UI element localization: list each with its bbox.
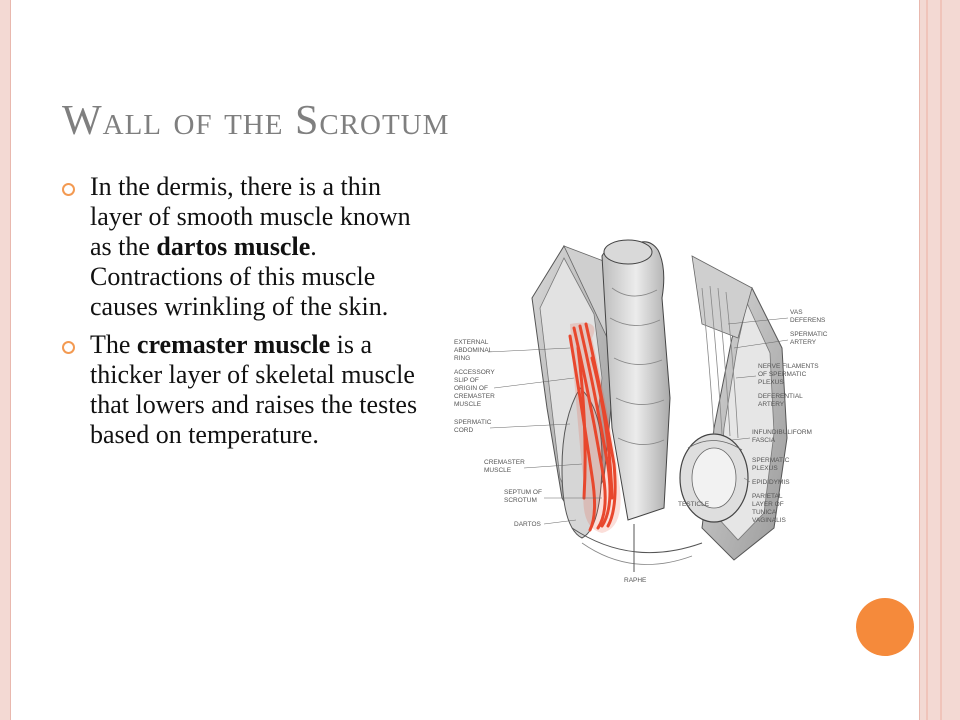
figure-label: NERVE FILAMENTS bbox=[758, 363, 819, 370]
figure-label: DEFERENTIAL bbox=[758, 393, 803, 400]
figure-label-raphe: RAPHE bbox=[624, 577, 647, 584]
leader-line bbox=[743, 477, 751, 483]
bullet-list: In the dermis, there is a thin layer of … bbox=[62, 172, 432, 458]
leader-line bbox=[543, 519, 577, 525]
leader-line bbox=[731, 437, 751, 441]
figure-label: DEFERENS bbox=[790, 317, 826, 324]
figure-label: SLIP OF bbox=[454, 377, 479, 384]
figure-labels-left: EXTERNAL ABDOMINAL RING ACCESSORY SLIP O… bbox=[454, 339, 602, 528]
figure-label: CREMASTER bbox=[454, 393, 495, 400]
figure-label: FASCIA bbox=[752, 437, 776, 444]
figure-label: MUSCLE bbox=[484, 467, 512, 474]
right-edge-stripe bbox=[940, 0, 942, 720]
anatomy-illustration: EXTERNAL ABDOMINAL RING ACCESSORY SLIP O… bbox=[454, 239, 828, 584]
figure-label: MUSCLE bbox=[454, 401, 482, 408]
figure-label: RING bbox=[454, 355, 470, 362]
figure-label: PLEXUS bbox=[752, 465, 778, 472]
figure-labels-right: VAS DEFERENS SPERMATIC ARTERY NERVE FILA… bbox=[727, 309, 828, 524]
figure-label: CREMASTER bbox=[484, 459, 525, 466]
figure-label: PLEXUS bbox=[758, 379, 784, 386]
figure-label: OF SPERMATIC bbox=[758, 371, 807, 378]
leader-line bbox=[735, 375, 757, 379]
decorative-orange-circle bbox=[856, 598, 914, 656]
leader-line bbox=[523, 463, 583, 469]
figure-label: LAYER OF bbox=[752, 501, 784, 508]
figure-label: ARTERY bbox=[758, 401, 785, 408]
figure-label: EXTERNAL bbox=[454, 339, 489, 346]
leader-line bbox=[493, 377, 575, 389]
figure-label: SCROTUM bbox=[504, 497, 537, 504]
slide-title: Wall of the Scrotum bbox=[62, 98, 450, 144]
leader-line bbox=[489, 423, 571, 429]
leader-line bbox=[733, 339, 789, 349]
bullet-bold-term: cremaster muscle bbox=[136, 330, 331, 359]
leader-line bbox=[487, 347, 571, 353]
figure-label: VAGINALIS bbox=[752, 517, 787, 524]
figure-label: ARTERY bbox=[790, 339, 817, 346]
figure-label: ORIGIN OF bbox=[454, 385, 488, 392]
figure-label: PARIETAL bbox=[752, 493, 783, 500]
figure-label: DARTOS bbox=[514, 521, 542, 528]
cremaster-muscle-area bbox=[570, 322, 621, 533]
bullet-cremaster: The cremaster muscle is a thicker layer … bbox=[62, 330, 432, 450]
figure-label: ABDOMINAL bbox=[454, 347, 493, 354]
figure-label: SEPTUM OF bbox=[504, 489, 542, 496]
leader-line bbox=[727, 317, 789, 325]
figure-label-testicle: TESTICLE bbox=[678, 501, 710, 508]
figure-label: SPERMATIC bbox=[752, 457, 790, 464]
figure-label: TUNICA bbox=[752, 509, 777, 516]
figure-label: SPERMATIC bbox=[790, 331, 828, 338]
figure-label: EPIDIDYMIS bbox=[752, 479, 790, 486]
figure-label: ACCESSORY bbox=[454, 369, 495, 376]
scrotal-wall-drawing bbox=[531, 239, 788, 572]
bullet-circle-icon bbox=[62, 341, 75, 354]
figure-label: VAS bbox=[790, 309, 803, 316]
figure-label: CORD bbox=[454, 427, 473, 434]
figure-label: INFUNDIBULIFORM bbox=[752, 429, 812, 436]
bullet-text: . Contractions of this muscle causes wri… bbox=[90, 232, 389, 321]
bullet-circle-icon bbox=[62, 183, 75, 196]
bullet-dartos: In the dermis, there is a thin layer of … bbox=[62, 172, 432, 322]
bullet-bold-term: dartos muscle bbox=[156, 232, 311, 261]
bullet-text: is a thicker layer of skeletal muscle th… bbox=[90, 330, 418, 449]
right-edge-stripe bbox=[926, 0, 928, 720]
bullet-text: The bbox=[90, 330, 137, 359]
cremaster-muscle-highlight bbox=[568, 322, 617, 532]
figure-label: SPERMATIC bbox=[454, 419, 492, 426]
bullet-text: In the dermis, there is a thin layer of … bbox=[90, 172, 411, 261]
